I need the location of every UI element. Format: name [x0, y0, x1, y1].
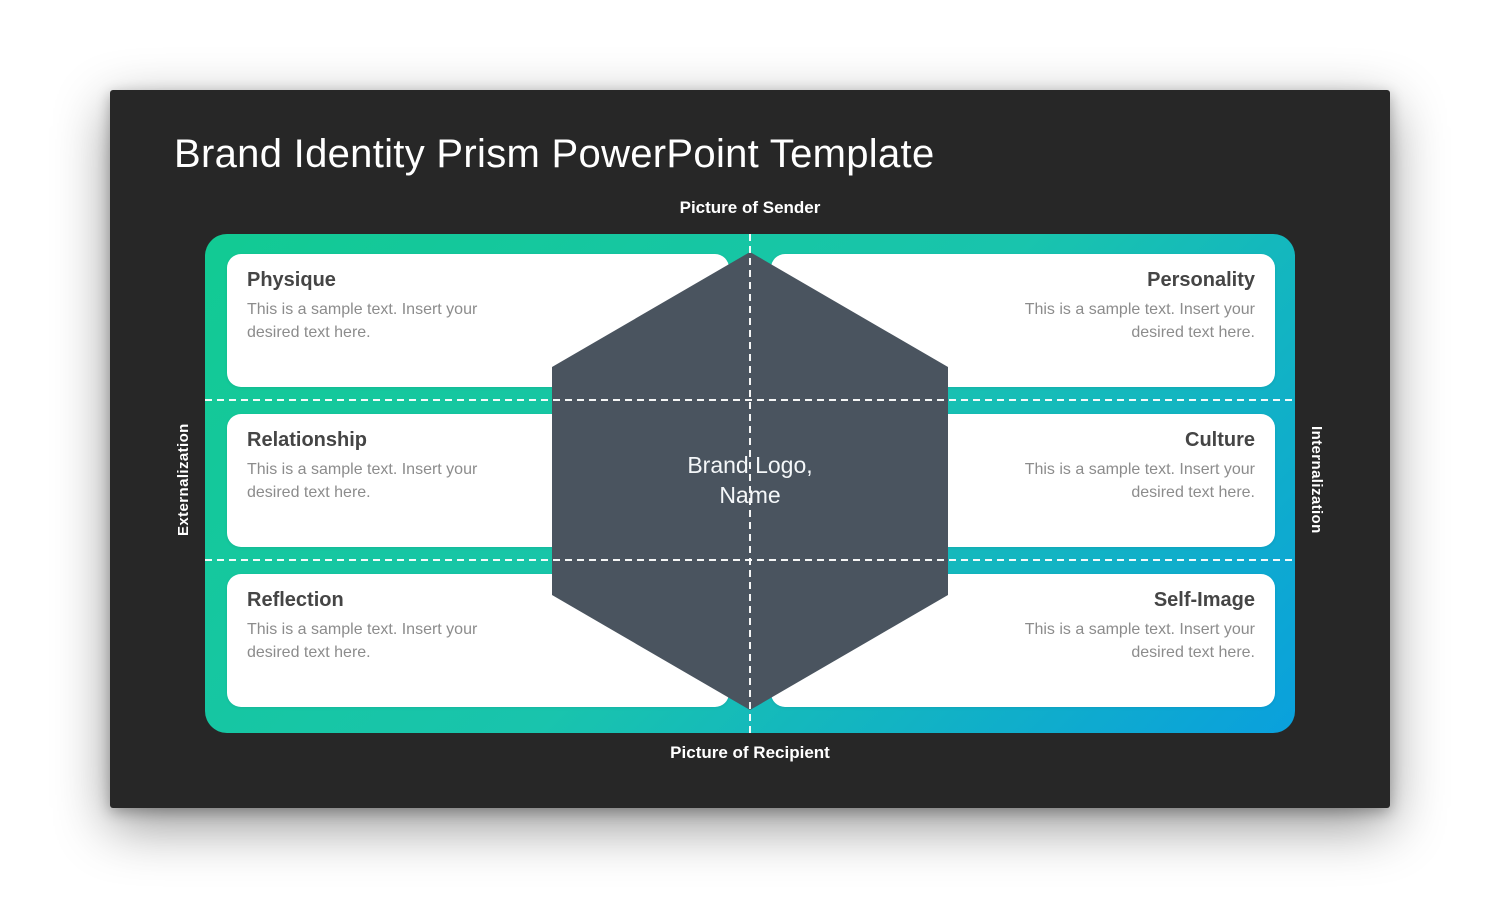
brand-name-line: Name — [719, 482, 781, 508]
prism-frame: Physique This is a sample text. Insert y… — [205, 234, 1295, 733]
card-title: Physique — [247, 269, 336, 291]
card-title: Personality — [1147, 269, 1255, 291]
brand-logo-line: Brand Logo, — [687, 452, 813, 479]
card-title: Culture — [1185, 429, 1255, 451]
card-body-text: This is a sample text. Insert your desir… — [1024, 621, 1255, 662]
internalization-label: Internalization — [1308, 426, 1325, 534]
card-title: Reflection — [247, 589, 344, 611]
slide-canvas: Brand Identity Prism PowerPoint Template… — [110, 90, 1390, 808]
card-body-text: This is a sample text. Insert your desir… — [247, 301, 478, 342]
brand-logo-name-text: Brand Logo, Name — [552, 367, 948, 595]
card-body-text: This is a sample text. Insert your desir… — [247, 621, 478, 662]
card-title: Self-Image — [1153, 589, 1255, 611]
slide-title: Brand Identity Prism PowerPoint Template — [174, 132, 935, 176]
picture-of-sender-label: Picture of Sender — [679, 198, 821, 217]
card-title: Relationship — [247, 429, 368, 451]
card-body-text: This is a sample text. Insert your desir… — [1024, 301, 1255, 342]
externalization-label: Externalization — [175, 423, 192, 537]
picture-of-recipient-label: Picture of Recipient — [670, 743, 830, 762]
card-body-text: This is a sample text. Insert your desir… — [1024, 461, 1255, 502]
card-body-text: This is a sample text. Insert your desir… — [247, 461, 478, 502]
